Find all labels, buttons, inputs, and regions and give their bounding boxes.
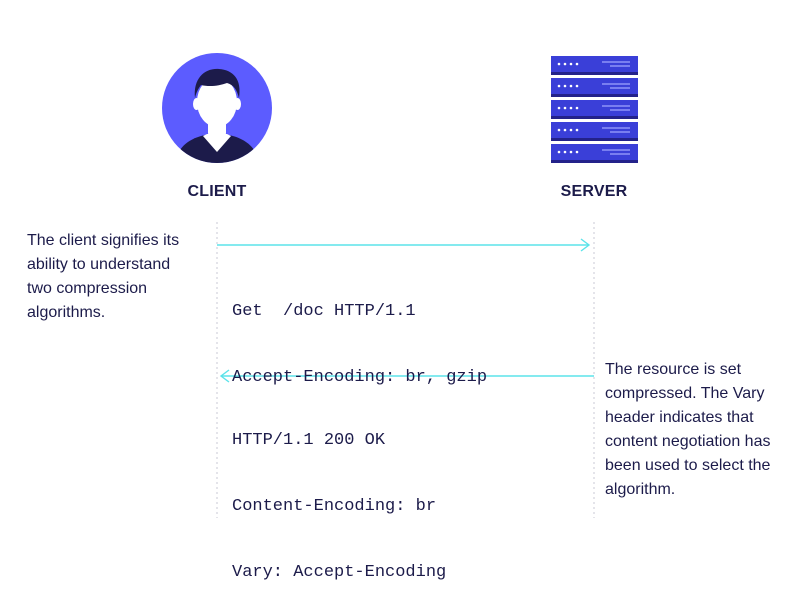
response-status-line: HTTP/1.1 200 OK: [232, 431, 386, 450]
client-label: CLIENT: [187, 183, 247, 200]
response-arrow: [219, 369, 594, 383]
sequence-diagram-lines: [216, 222, 595, 518]
response-header-vary: Vary: Accept-Encoding: [232, 563, 447, 582]
request-message: Get /doc HTTP/1.1 Accept-Encoding: br, g…: [232, 257, 487, 411]
server-label: SERVER: [560, 183, 628, 200]
request-line: Get /doc HTTP/1.1: [232, 302, 416, 321]
response-message: HTTP/1.1 200 OK Content-Encoding: br Var…: [232, 386, 446, 606]
request-arrow: [217, 238, 591, 252]
server-rack-icon: [551, 56, 638, 163]
person-avatar-icon: [162, 53, 272, 163]
server-note: The resource is set compressed. The Vary…: [605, 361, 771, 498]
client-note: The client signifies its ability to unde…: [27, 232, 180, 321]
response-header-content-encoding: Content-Encoding: br: [232, 497, 437, 516]
request-header-accept-encoding: Accept-Encoding: br, gzip: [232, 368, 488, 387]
